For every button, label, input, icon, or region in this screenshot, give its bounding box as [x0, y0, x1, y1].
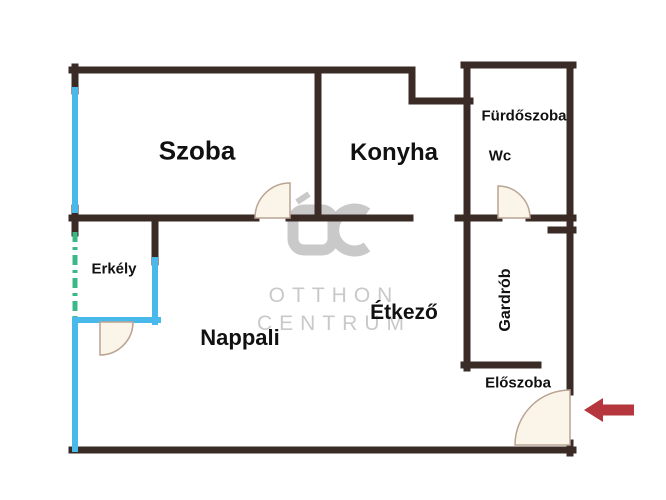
label-furdoszoba: Fürdőszoba [481, 107, 567, 125]
oc-logo-c [328, 203, 371, 257]
entrance-arrow-icon [584, 398, 634, 422]
label-etkezo: Étkező [370, 301, 438, 324]
label-wc: Wc [488, 147, 512, 165]
label-eloszoba: Előszoba [485, 374, 551, 392]
door-szoba [254, 182, 291, 219]
walls [68, 61, 577, 457]
oc-logo-accent [295, 191, 311, 205]
door-entrance [514, 389, 571, 446]
door-balcony [99, 321, 134, 356]
label-erkely: Erkély [91, 260, 137, 278]
doors [99, 182, 571, 446]
door-bathroom [497, 185, 531, 219]
label-nappali: Nappali [200, 325, 280, 350]
watermark-line1: OTTHON [268, 284, 400, 307]
windows [72, 87, 161, 452]
label-szoba: Szoba [158, 135, 236, 166]
label-konyha: Konyha [349, 139, 439, 166]
oc-logo-icon [287, 191, 371, 257]
watermark-line2: CENTRUM [257, 312, 411, 335]
label-gardrob: Gardrób [497, 268, 514, 332]
